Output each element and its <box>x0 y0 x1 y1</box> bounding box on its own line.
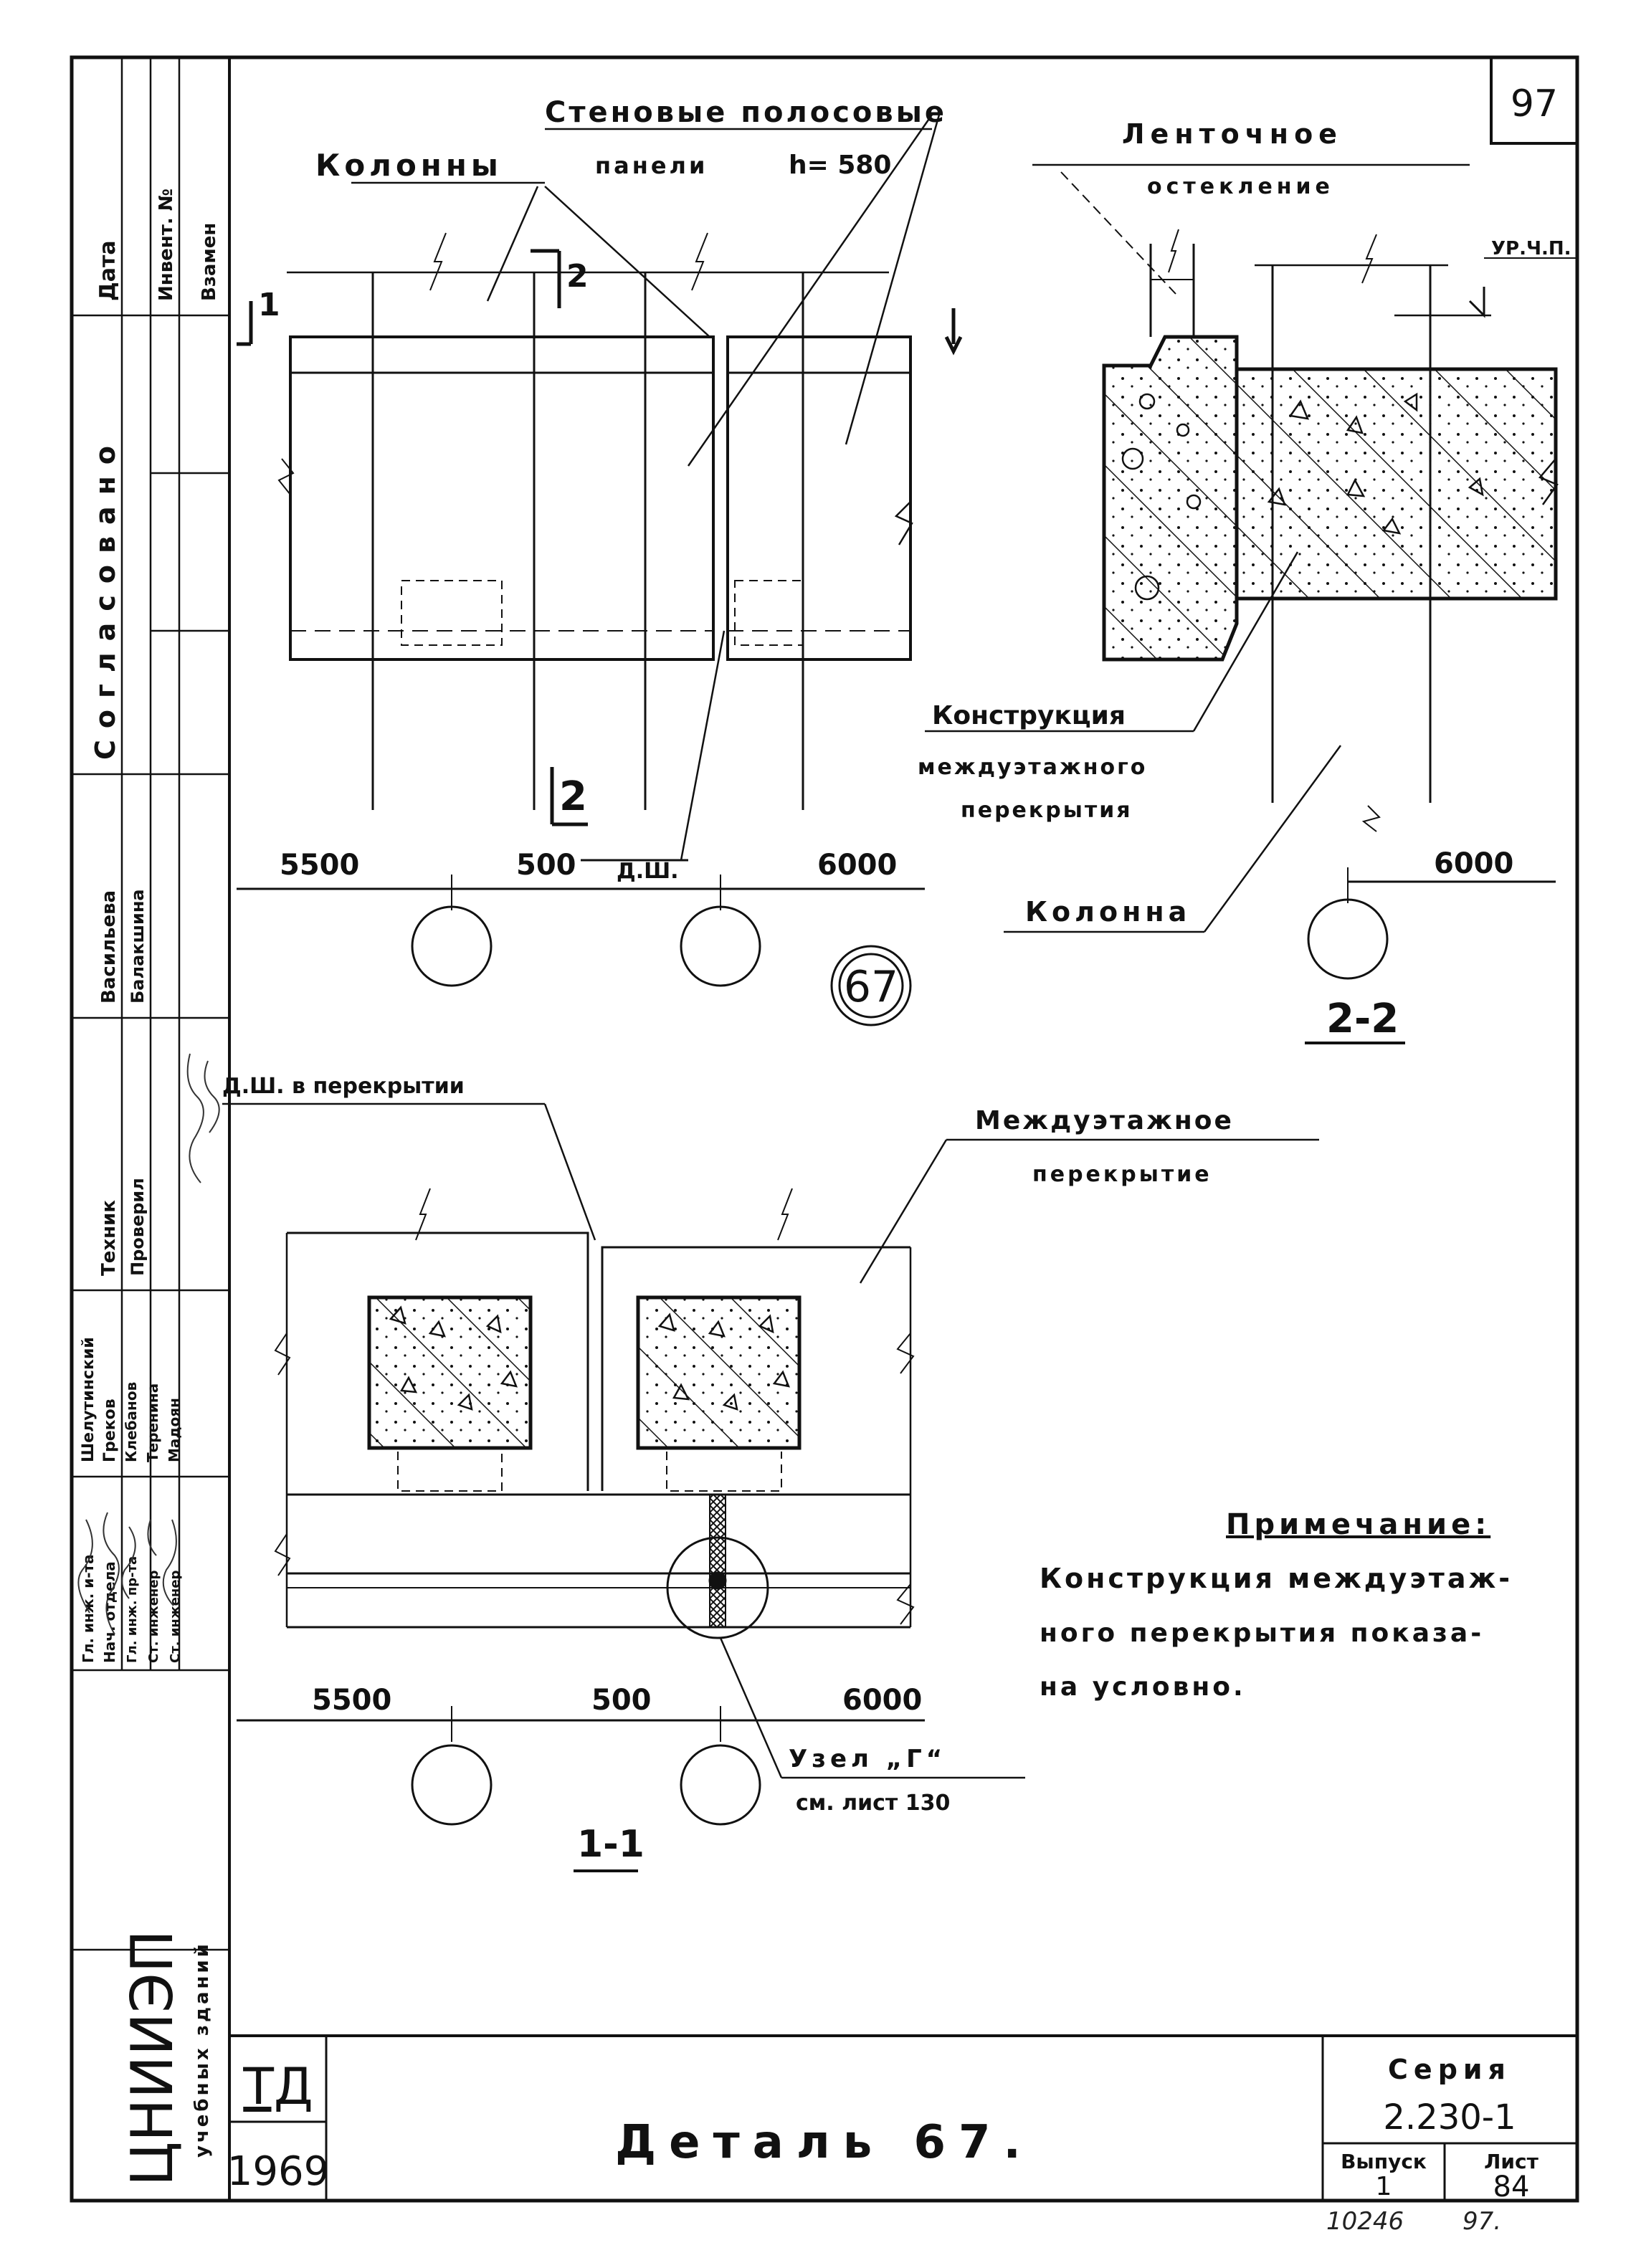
note-line-2: ного перекрытия показа- <box>1040 1619 1484 1648</box>
cut1-mark-left: 1 <box>258 287 280 323</box>
stamp-role-2: Нач. отдела <box>101 1561 118 1663</box>
label-expansion-joint-floor: Д.Ш. в перекрытии <box>222 1074 465 1099</box>
series-label: Серия <box>1388 2054 1511 2085</box>
note-line-1: Конструкция междуэтаж- <box>1040 1563 1513 1594</box>
stamp-role-1: Гл. инж. и-та <box>80 1554 97 1663</box>
note-line-3: на условно. <box>1040 1672 1246 1702</box>
year: 1969 <box>227 2148 330 2195</box>
detail-mark: 67 <box>830 945 912 1026</box>
stamp-name-5: Мадоян <box>166 1398 183 1462</box>
label-columns: Колонны <box>315 148 503 183</box>
stamp-tech-name-1: Васильева <box>98 890 120 1004</box>
label-node-ref-1: Узел „Г“ <box>789 1745 946 1773</box>
label-floor-construction-2: междуэтажного <box>918 755 1147 780</box>
section-1-1-text: Д.Ш. в перекрытии Междуэтажное перекрыти… <box>222 1074 1234 1866</box>
label-wall-panels-1: Стеновые полосовые <box>545 96 947 129</box>
section-1-1-title: 1-1 <box>577 1823 645 1866</box>
sheet-value: 84 <box>1493 2171 1530 2203</box>
stamp-checked: Проверил <box>128 1178 148 1276</box>
label-interfloor-slab-1: Междуэтажное <box>975 1106 1234 1135</box>
stamp-name-2: Греков <box>101 1399 119 1462</box>
stamp-name-3: Клебанов <box>123 1382 140 1462</box>
sheet-number: 97 <box>1511 82 1558 125</box>
label-ribbon-glazing-2: остекление <box>1147 174 1334 199</box>
label-expansion-joint: Д.Ш. <box>617 859 679 884</box>
stamp-instead: Взамен <box>199 223 220 301</box>
elevation-text: Колонны Стеновые полосовые панели h= 580… <box>258 96 947 884</box>
dim-section-right: 6000 <box>1434 847 1513 880</box>
stamp-name-1: Шелутинский <box>80 1337 98 1462</box>
side-stamp <box>72 57 229 1951</box>
detail-mark-number: 67 <box>844 962 898 1012</box>
title-block <box>229 2034 1577 2201</box>
issue-value: 1 <box>1376 2172 1392 2201</box>
stamp-right: 97. <box>1463 2207 1501 2236</box>
section-2-2-title: 2-2 <box>1326 996 1399 1042</box>
note-title: Примечание: <box>1226 1508 1490 1541</box>
aggregate-marks <box>1121 392 1484 601</box>
dim-top-left: 5500 <box>280 849 359 882</box>
cut2-mark-bottom: 2 <box>559 773 587 820</box>
title-block-text: ТД 1969 Деталь 67. Серия 2.230-1 Выпуск … <box>227 2054 1539 2236</box>
stamp-date: Дата <box>95 240 120 301</box>
stamp-agreed: Согласовано <box>90 434 121 760</box>
label-floor-construction-1: Конструкция <box>932 701 1126 730</box>
section-1-1-aggregate <box>389 1305 791 1411</box>
dim-top-right: 6000 <box>817 849 897 882</box>
sheet-frame <box>70 55 1579 2203</box>
series-value: 2.230-1 <box>1383 2097 1516 2138</box>
side-stamp-text: Дата Инвент. № Взамен Согласовано Василь… <box>80 189 220 2186</box>
label-panel-height: h= 580 <box>789 151 891 180</box>
dim-top-mid: 500 <box>516 849 576 882</box>
label-ribbon-glazing-1: Ленточное <box>1122 118 1343 150</box>
stamp-role-5: Ст. инженер <box>168 1570 183 1663</box>
signature-marks <box>77 1053 220 1635</box>
sheet-number-box: 97 <box>1490 56 1579 145</box>
label-node-ref-2: см. лист 130 <box>796 1791 950 1816</box>
stamp-name-4: Теренина <box>144 1383 161 1462</box>
elevation-view <box>237 114 963 987</box>
dim-bottom-right: 6000 <box>842 1684 922 1717</box>
section-2-2-text: Ленточное остекление УР.Ч.П. Конструкция… <box>918 118 1571 1042</box>
stamp-tech: Техник <box>98 1200 120 1276</box>
org-sub: учебных зданий <box>191 1941 213 2158</box>
dim-bottom-mid: 500 <box>591 1684 652 1717</box>
issue-label: Выпуск <box>1341 2150 1427 2173</box>
stamp-role-3: Гл. инж. пр-та <box>125 1556 140 1663</box>
label-wall-panels-2: панели <box>595 152 708 179</box>
stamp-inv-no: Инвент. № <box>156 189 177 301</box>
stamp-left: 10246 <box>1326 2207 1404 2236</box>
stamp-tech-name-2: Балакшина <box>128 889 148 1004</box>
section-2-2 <box>925 163 1577 1044</box>
td-mark: ТД <box>242 2057 313 2116</box>
sheet-title: Деталь 67. <box>615 2116 1034 2169</box>
label-column: Колонна <box>1025 896 1191 928</box>
note-block: Примечание: Конструкция междуэтаж- ного … <box>1040 1508 1513 1702</box>
sheet-label: Лист <box>1484 2150 1538 2173</box>
label-interfloor-slab-2: перекрытие <box>1032 1162 1212 1187</box>
cut2-mark-top: 2 <box>566 258 589 295</box>
label-floor-construction-3: перекрытия <box>961 798 1133 823</box>
stamp-role-4: Ст. инженер <box>146 1570 161 1663</box>
org-name: ЦНИИЭП <box>119 1930 186 2186</box>
dim-bottom-left: 5500 <box>312 1684 391 1717</box>
label-floor-level: УР.Ч.П. <box>1491 238 1571 259</box>
section-1-1 <box>222 1102 1319 1872</box>
